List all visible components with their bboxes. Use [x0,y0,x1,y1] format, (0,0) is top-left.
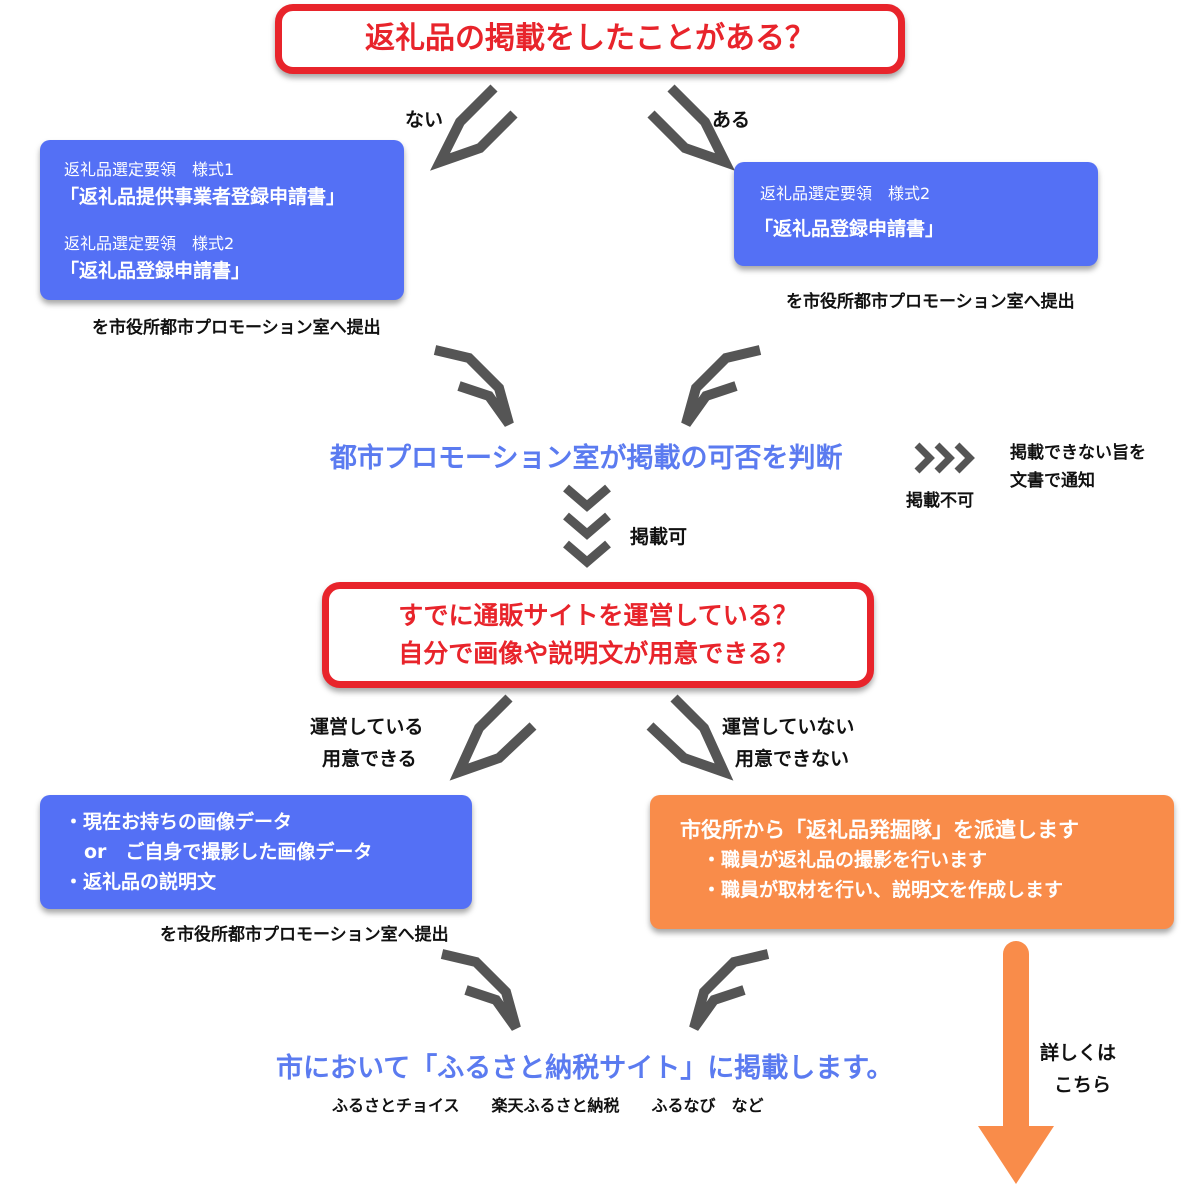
chevron-arrow-right-icon [914,442,975,474]
form-line: 返礼品選定要領 様式2 [64,234,235,253]
not-approved-label: 掲載不可 [906,491,974,511]
not-approved-note-line1: 掲載できない旨を [1010,443,1146,463]
city-item: ・職員が取材を行い、説明文を作成します [702,879,1064,901]
question-line: 自分で画像や説明文が用意できる？ [398,639,798,668]
details-link-line2[interactable]: こちら [1054,1074,1112,1096]
branch-no-line1: 運営していない [722,716,855,738]
item-line: ・返礼品の説明文 [64,871,217,893]
question-text: 返礼品の掲載をしたことがある？ [365,21,815,56]
chevron-arrow-down-right-icon [440,949,521,1031]
self-provided-box: ・現在お持ちの画像データ or ご自身で撮影した画像データ ・返礼品の説明文 [40,795,472,909]
chevron-arrow-down-right-icon [433,345,514,427]
chevron-arrow-down-left-icon [681,345,762,427]
branch-no-label: ない [405,109,444,131]
question-box-shop-ready: すでに通販サイトを運営している？ 自分で画像や説明文が用意できる？ [322,582,874,688]
branch-no-line2: 用意できない [735,748,850,770]
form-title: 「返礼品提供事業者登録申請書」 [60,186,346,208]
branch-yes-line1: 運営している [310,716,424,738]
branch-yes-label: ある [712,109,751,131]
question-line: すでに通販サイトを運営している？ [398,601,798,630]
form-line: 返礼品選定要領 様式2 [760,184,931,203]
submit-text-left: を市役所都市プロモーション室へ提出 [92,318,381,338]
item-line: ・現在お持ちの画像データ [64,811,293,833]
chevron-arrow-down-left-icon [689,949,770,1031]
form-title: 「返礼品登録申請書」 [60,260,251,282]
branch-yes-line2: 用意できる [322,748,417,770]
final-text: 市において「ふるさと納税サイト」に掲載します。 [276,1053,894,1084]
city-support-box: 市役所から「返礼品発掘隊」を派遣します ・職員が返礼品の撮影を行います ・職員が… [650,795,1174,929]
left-form-box: 返礼品選定要領 様式1 「返礼品提供事業者登録申請書」 返礼品選定要領 様式2 … [40,140,404,300]
city-item: ・職員が返礼品の撮影を行います [702,849,988,871]
item-line: or ご自身で撮影した画像データ [84,841,373,863]
chevron-arrow-down-right-icon [647,84,735,171]
chevron-arrow-down-icon [563,484,611,568]
city-title: 市役所から「返礼品発掘隊」を派遣します [680,818,1079,842]
chevron-arrow-down-left-icon [449,694,537,781]
form-title: 「返礼品登録申請書」 [754,218,945,240]
submit-text-right: を市役所都市プロモーション室へ提出 [786,292,1075,312]
chevron-arrow-down-right-icon [646,694,734,781]
question-box-published-before: 返礼品の掲載をしたことがある？ [275,4,905,74]
details-arrow-down-icon[interactable] [976,940,1056,1190]
approved-label: 掲載可 [630,526,688,548]
details-link-line1[interactable]: 詳しくは [1040,1042,1117,1064]
judge-text: 都市プロモーション室が掲載の可否を判断 [330,443,843,474]
sites-list: ふるさとチョイス 楽天ふるさと納税 ふるなび など [332,1096,764,1115]
right-form-box: 返礼品選定要領 様式2 「返礼品登録申請書」 [734,162,1098,266]
chevron-arrow-down-left-icon [430,84,518,171]
not-approved-note-line2: 文書で通知 [1010,471,1095,491]
submit-text-bottom: を市役所都市プロモーション室へ提出 [160,925,449,945]
form-line: 返礼品選定要領 様式1 [64,160,235,179]
